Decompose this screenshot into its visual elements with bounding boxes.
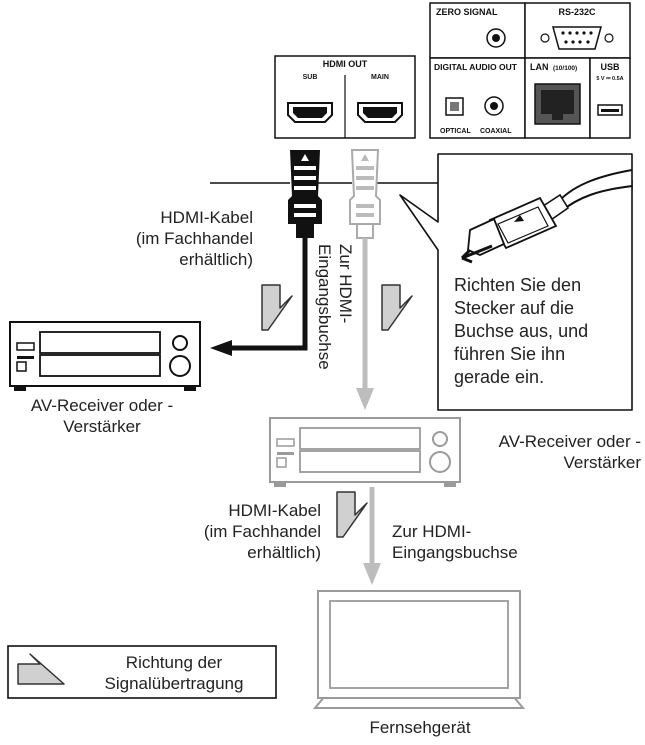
legend-text-line2: Signalübertragung xyxy=(104,674,244,693)
callout-text-line2: Stecker auf die xyxy=(454,298,575,318)
legend xyxy=(7,645,277,699)
rs232c-label: RS-232C xyxy=(558,7,596,17)
tv-label: Fernsehgerät xyxy=(369,718,471,737)
cable-2-label: HDMI-Kabel (im Fachhandel erhältlich) xyxy=(204,500,321,563)
lan-label: LAN xyxy=(530,62,549,72)
callout-text-line5: gerade ein. xyxy=(454,367,545,387)
hdmi-plug-closeup-icon xyxy=(467,169,633,256)
optical-jack-icon xyxy=(445,97,464,116)
grey-hdmi-plug-icon xyxy=(349,149,381,239)
av-receiver-1-label: AV-Receiver oder - Verstärker xyxy=(2,395,202,437)
signal-arrow-2-icon xyxy=(381,284,413,331)
callout-text-line3: Buchse aus, und xyxy=(454,321,589,341)
black-hdmi-plug-icon xyxy=(288,150,322,238)
coaxial-label: COAXIAL xyxy=(480,128,512,135)
legend-text: Richtung der Signalübertragung xyxy=(76,652,272,694)
rs232c-connector-icon xyxy=(540,26,614,50)
usb-port-icon xyxy=(597,104,623,116)
usb-spec-label: 5 V ⎓ 0.5A xyxy=(596,76,623,82)
optical-label: OPTICAL xyxy=(440,128,471,135)
lan-port-icon xyxy=(534,83,581,125)
to-input-label-line1: Zur HDMI- xyxy=(392,522,472,541)
grey-hdmi-cable-upper xyxy=(356,238,374,410)
to-input-label-line2: Eingangsbuchse xyxy=(392,543,518,562)
black-hdmi-cable xyxy=(210,238,308,356)
callout-text: Richten Sie den Stecker auf die Buchse a… xyxy=(454,274,588,389)
digital-audio-out-label: DIGITAL AUDIO OUT xyxy=(434,62,518,72)
hdmi-out-label: HDMI OUT xyxy=(323,59,368,69)
av-receiver-1-label-line1: AV-Receiver oder - xyxy=(30,396,174,415)
av-receiver-2-icon xyxy=(269,417,461,487)
insertion-callout xyxy=(399,153,633,411)
hdmi-main-label: MAIN xyxy=(371,74,389,81)
vertical-input-label-line1: Zur HDMI- xyxy=(336,244,355,324)
av-receiver-1-icon xyxy=(9,321,201,391)
vertical-input-label-line2: Eingangsbuchse xyxy=(315,244,334,370)
cable-1-label-line2: (im Fachhandel xyxy=(135,229,253,248)
panel-zero-signal-box xyxy=(429,2,526,59)
cable-1-label-line1: HDMI-Kabel xyxy=(160,208,253,227)
zero-signal-label: ZERO SIGNAL xyxy=(436,7,498,17)
av-receiver-2-label-line1: AV-Receiver oder - xyxy=(498,432,641,451)
av-receiver-2-label-line2: Verstärker xyxy=(563,453,641,472)
coaxial-jack-icon xyxy=(484,96,504,116)
signal-arrow-3-icon xyxy=(336,491,368,538)
callout-text-line1: Richten Sie den xyxy=(454,275,582,295)
signal-arrow-1-icon xyxy=(261,284,293,331)
usb-label: USB xyxy=(600,62,620,72)
rear-panel: ZERO SIGNAL RS-232C DIGITAL AUDIO OUT LA… xyxy=(274,2,631,139)
hdmi-sub-port-icon xyxy=(287,102,333,123)
lan-spec-label: (10/100) xyxy=(553,65,577,72)
panel-usb-box xyxy=(589,57,631,139)
tv-icon xyxy=(312,590,526,709)
cable-2-label-line3: erhältlich) xyxy=(247,543,321,562)
cable-2-label-line2: (im Fachhandel xyxy=(203,522,321,541)
to-input-label: Zur HDMI- Eingangsbuchse xyxy=(392,521,518,563)
av-receiver-2-label: AV-Receiver oder - Verstärker xyxy=(499,431,641,473)
cable-2-label-line1: HDMI-Kabel xyxy=(228,501,321,520)
cable-1-label-line3: erhältlich) xyxy=(179,250,253,269)
legend-text-line1: Richtung der xyxy=(125,653,223,672)
av-receiver-1-label-line2: Verstärker xyxy=(63,417,141,436)
grey-hdmi-cable-lower xyxy=(363,487,381,585)
hdmi-main-port-icon xyxy=(357,102,403,123)
hdmi-sub-label: SUB xyxy=(303,74,318,81)
zero-signal-jack-icon xyxy=(486,28,506,48)
vertical-input-label: Zur HDMI- Eingangsbuchse xyxy=(314,244,356,370)
callout-text-line4: führen Sie ihn xyxy=(454,344,566,364)
cable-1-label: HDMI-Kabel (im Fachhandel erhältlich) xyxy=(136,207,253,270)
legend-arrow-icon xyxy=(17,653,65,685)
insertion-arrow-icon xyxy=(460,244,493,264)
